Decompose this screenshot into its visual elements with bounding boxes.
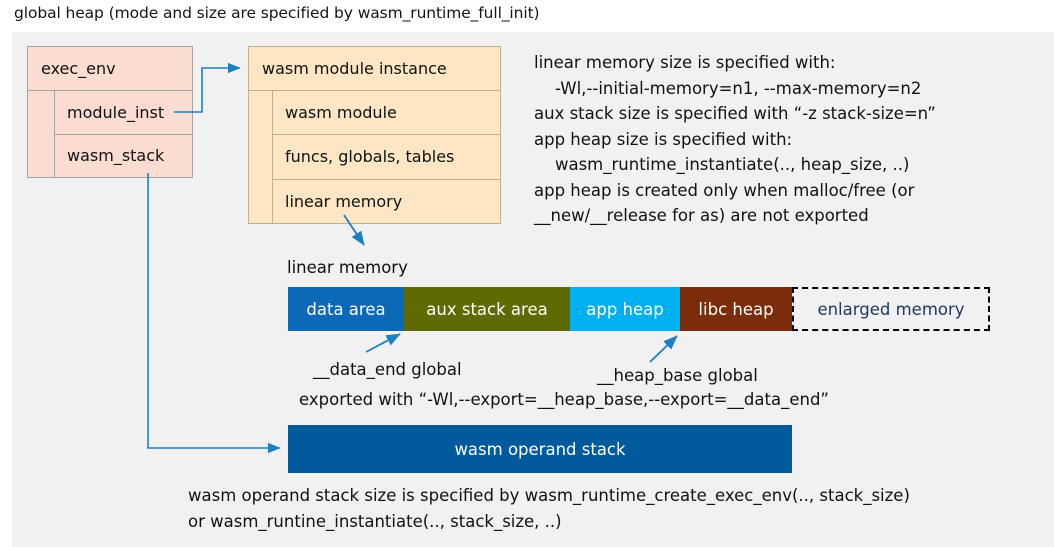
field-wasm-module: wasm module bbox=[285, 103, 397, 123]
wasm-module-instance-gutter bbox=[249, 91, 273, 223]
exec-env-body: module_inst wasm_stack bbox=[28, 91, 192, 177]
memory-segment-app-heap: app heap bbox=[570, 287, 680, 331]
exec-env-header: exec_env bbox=[28, 47, 192, 91]
memory-segment-aux-stack-area: aux stack area bbox=[404, 287, 570, 331]
wasm-operand-stack-bar: wasm operand stack bbox=[288, 425, 792, 473]
exec-env-field-module-inst: module_inst bbox=[67, 102, 165, 122]
field-funcs-globals-tables: funcs, globals, tables bbox=[273, 134, 500, 178]
field-linear-memory: linear memory bbox=[273, 178, 500, 223]
wasm-module-instance-header: wasm module instance bbox=[249, 47, 500, 91]
memory-segment-enlarged-memory: enlarged memory bbox=[792, 287, 990, 331]
exec-env-fields: module_inst wasm_stack bbox=[55, 91, 192, 177]
linear-memory-caption: linear memory bbox=[287, 258, 408, 277]
annotation-exported-with: exported with “-Wl,--export=__heap_base,… bbox=[299, 390, 829, 409]
annotation-data-end: __data_end global bbox=[313, 360, 462, 379]
exec-env-gutter bbox=[28, 91, 55, 177]
wasm-module-instance-fields: wasm module funcs, globals, tables linea… bbox=[273, 91, 500, 223]
page-title: global heap (mode and size are specified… bbox=[14, 4, 540, 22]
operand-stack-notes: wasm operand stack size is specified by … bbox=[188, 486, 910, 531]
memory-segment-libc-heap: libc heap bbox=[680, 287, 792, 331]
exec-env-box: exec_env module_inst wasm_stack bbox=[27, 46, 193, 178]
exec-env-field-wasm-stack: wasm_stack bbox=[55, 133, 192, 178]
memory-segment-data-area: data area bbox=[288, 287, 404, 331]
annotation-heap-base: __heap_base global bbox=[597, 366, 758, 385]
wasm-module-instance-body: wasm module funcs, globals, tables linea… bbox=[249, 91, 500, 223]
linear-memory-notes: linear memory size is specified with: -W… bbox=[534, 53, 936, 225]
wasm-module-instance-box: wasm module instance wasm module funcs, … bbox=[248, 46, 501, 224]
